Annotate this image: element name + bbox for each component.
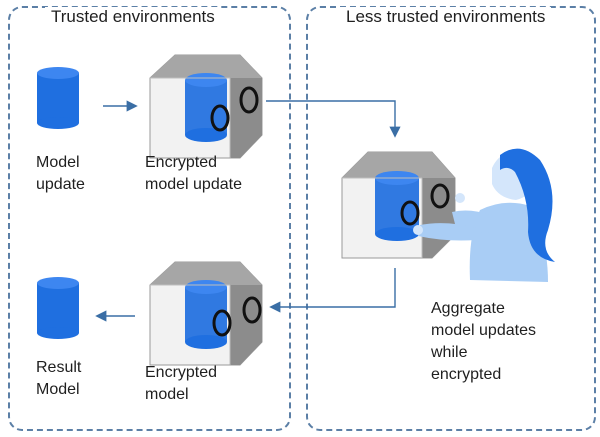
aggregation-box-icon	[341, 151, 456, 259]
encrypted-model-update-box-icon	[149, 54, 263, 159]
encryption-key-icon	[212, 296, 262, 337]
encrypted-model-update-label: Encrypted model update	[145, 154, 242, 193]
result-model-cylinder-icon	[37, 277, 79, 339]
person-illustration	[413, 148, 555, 282]
encryption-key-icon	[400, 183, 450, 226]
model-update-cylinder-icon	[37, 67, 79, 129]
aggregate-label: Aggregate model updates while encrypted	[431, 300, 536, 383]
model-update-label: Model update	[36, 154, 85, 193]
result-model-label: Result Model	[36, 359, 82, 398]
less-trusted-panel-title: Less trusted environments	[340, 7, 552, 27]
encrypted-model-label: Encrypted model	[145, 364, 218, 403]
encrypted-model-box-icon	[149, 261, 263, 366]
flow-arrows	[95, 100, 401, 322]
trusted-panel-title: Trusted environments	[45, 7, 221, 27]
encryption-key-icon	[210, 86, 259, 132]
